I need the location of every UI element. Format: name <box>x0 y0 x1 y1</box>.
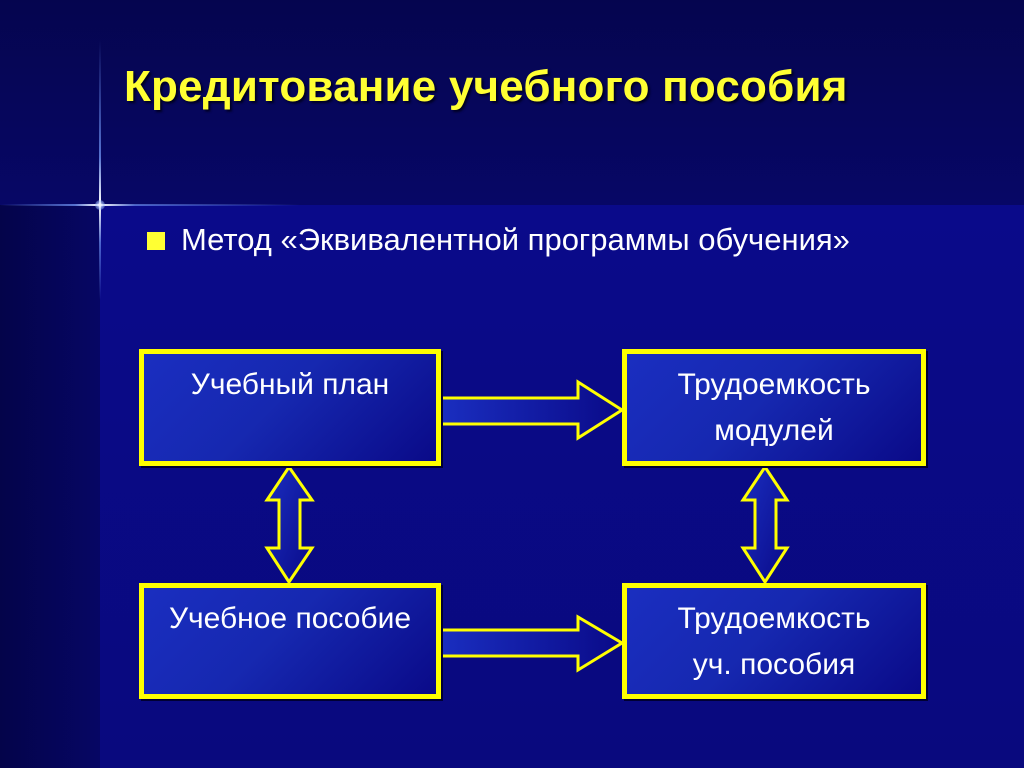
bullet-text: Метод «Эквивалентной программы обучения» <box>181 222 850 257</box>
double-arrow-curriculum-textbook <box>264 464 315 585</box>
box-module-labor-line-1: Трудоемкость <box>677 368 871 401</box>
sparkle-icon <box>95 200 105 210</box>
bullet-item: Метод «Эквивалентной программы обучения» <box>147 222 850 258</box>
box-textbook-line-1: Учебное пособие <box>168 602 412 635</box>
double-arrow-module-labor-textbook-labor <box>740 464 790 585</box>
box-textbook: Учебное пособие <box>139 583 441 699</box>
box-curriculum: Учебный план <box>139 349 441 466</box>
arrow-curriculum-to-module-labor <box>439 379 625 441</box>
square-bullet-icon <box>147 232 165 250</box>
box-textbook-labor: Трудоемкость уч. пособия <box>622 583 926 699</box>
box-textbook-labor-line-1: Трудоемкость <box>677 602 871 635</box>
background-top-band <box>0 0 1024 205</box>
slide-title: Кредитование учебного пособия <box>124 62 848 111</box>
arrow-textbook-to-textbook-labor <box>439 614 625 673</box>
sparkle-horizontal-ray <box>0 204 300 206</box>
box-textbook-labor-line-2: уч. пособия <box>692 648 856 681</box>
box-module-labor: Трудоемкость модулей <box>622 349 926 466</box>
box-module-labor-line-2: модулей <box>714 414 834 447</box>
box-curriculum-line-1: Учебный план <box>190 368 390 401</box>
sparkle-vertical-ray <box>99 40 101 300</box>
